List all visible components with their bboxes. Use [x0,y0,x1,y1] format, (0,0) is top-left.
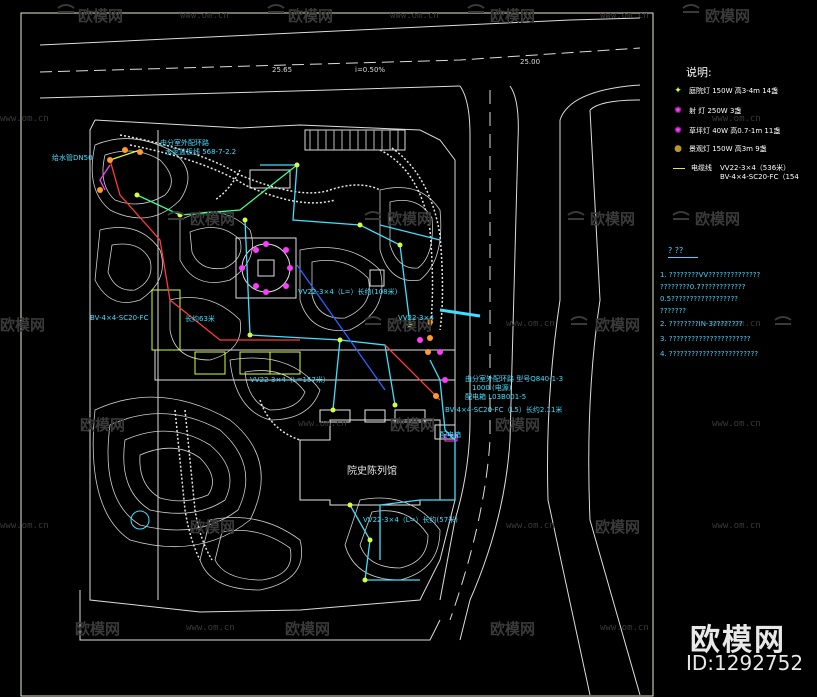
cable-label: BV-4×4-SC20-FC（L5）长约2.11米 [445,406,563,414]
site-boundary [79,119,456,641]
note-line: ??????? [660,307,687,315]
notes-title: ? ?? [668,246,684,255]
legend-item-lawn-lamp: ✺ 草坪灯 40W 高0.7-1m 11盏 [671,126,780,136]
watermark-brand: 欧模网 [595,316,641,334]
contour-lines [91,138,442,591]
note-line: 4. ???????????????????????? [660,350,759,358]
watermark-url: www.om.cn [180,11,229,21]
brand-id: ID:1292752 [686,651,804,675]
cable-label: 长约63米 [185,315,215,323]
watermark-brand: 欧模网 [705,7,751,25]
watermark-url: www.om.cn [390,11,439,21]
lawn-lamp-icon: ✺ [674,126,682,136]
elevation-label: 25.00 [520,58,541,66]
watermark-brand: 欧模网 [288,7,334,25]
watermark-brand: 欧模网 [190,518,236,536]
power-source-label: 由分室外配环路 型号Q840-1-3 [465,375,564,383]
watermark-url: www.om.cn [298,419,347,429]
plaza-structures [151,169,456,381]
watermark-url: www.om.cn [712,319,761,329]
watermark-url: www.om.cn [712,521,761,531]
note-line: 2. ????????IN-3???????? [660,320,743,328]
cable-line-icon [673,167,685,169]
water-pipe-label: 给水管DN50 [52,154,93,162]
garden-lamp-icon: ✦ [674,86,682,96]
legend-item-text: 庭院灯 150W 高3-4m 14盏 [689,87,779,95]
garden-paths [119,134,444,561]
slope-label: i=0.50% [355,66,386,74]
watermark-brand: 欧模网 [387,210,433,228]
watermark-brand: 欧模网 [387,316,433,334]
notes-underline [668,257,698,258]
watermark-brand: 欧模网 [80,416,126,434]
power-source-label: 配电箱 L03B001-5 [465,393,527,401]
power-source-label: 1000 (电源) [472,384,512,392]
legend-title: 说明: [686,66,712,79]
spotlight-icon: ✺ [674,106,682,116]
watermark-brand: 欧模网 [0,316,46,334]
road-centerline [449,90,491,621]
watermark-url: www.om.cn [712,419,761,429]
watermark-url: www.om.cn [506,521,555,531]
watermark-brand: 欧模网 [495,416,541,434]
watermark-url: www.om.cn [712,114,761,124]
note-line: ????????0.7???????????? [660,283,746,291]
drawing-frame [20,12,654,697]
watermark-logos [57,4,792,325]
watermark-url: www.om.cn [600,11,649,21]
watermark-brand: 欧模网 [78,7,124,25]
parking-hatch [309,130,399,150]
cable-label: VV22-3×4（L=）长约(108米) [298,288,398,296]
building-label: 院史陈列馆 [347,466,397,477]
watermark-url: www.om.cn [0,521,49,531]
legend-item-landscape-lamp: ● 景观灯 150W 高3m 9盏 [671,144,767,154]
watermark-brand: 欧模网 [490,7,536,25]
legend-item-garden-lamp: ✦ 庭院灯 150W 高3-4m 14盏 [671,86,778,96]
note-line: 0.5?????????????????? [660,295,739,303]
legend-cable-label: 电缆线 [691,164,712,172]
watermark-brand: 欧模网 [190,210,236,228]
power-source-label: 由分室外配环路 [160,139,209,147]
landscape-lamp-icon: ● [674,144,682,154]
legend-item-text: 射 灯 250W 3盏 [689,107,742,115]
cable-label: VV22-3×4（L=157米） [250,376,330,384]
power-source-label: 水泥盖板线 568-7-2.2 [165,148,237,156]
legend-cable-sub: BV-4×4-SC20-FC（154 [720,173,799,181]
cable-routes [99,149,481,581]
cable-label: BV-4×4-SC20-FC [90,314,149,322]
watermark-brand: 欧模网 [590,210,636,228]
watermark-url: www.om.cn [0,114,49,124]
brand-logo-text: 欧模网 [690,623,786,658]
note-line: 3. ?????????????????????? [660,335,751,343]
watermark-brand: 欧模网 [285,620,331,638]
legend-item-text: 草坪灯 40W 高0.7-1m 11盏 [689,127,781,135]
elevation-label: 25.65 [272,66,293,74]
distribution-box-label: 配电箱 [440,431,461,439]
legend-cable-text: VV22-3×4（536米） [720,164,791,172]
watermark-brand: 欧模网 [595,518,641,536]
note-line: 1. ????????VV?????????????? [660,271,761,279]
watermark-brand: 欧模网 [695,210,741,228]
watermark-url: www.om.cn [186,623,235,633]
watermark-brand: 欧模网 [390,416,436,434]
watermark-brand: 欧模网 [75,620,121,638]
watermark-brand: 欧模网 [490,620,536,638]
lamp-fixtures [97,147,458,583]
legend-item-spotlight: ✺ 射 灯 250W 3盏 [671,106,741,116]
watermark-url: www.om.cn [600,623,649,633]
cable-label: VV22-3×4 [398,314,434,322]
legend-item-text: 景观灯 150W 高3m 9盏 [689,145,767,153]
watermark-url: www.om.cn [506,319,555,329]
legend-item-cable: 电缆线 VV22-3×4（536米） [671,163,790,173]
road-lines [39,17,641,696]
cable-label: VV22-3×4（L=）长约(57米) [363,516,458,524]
